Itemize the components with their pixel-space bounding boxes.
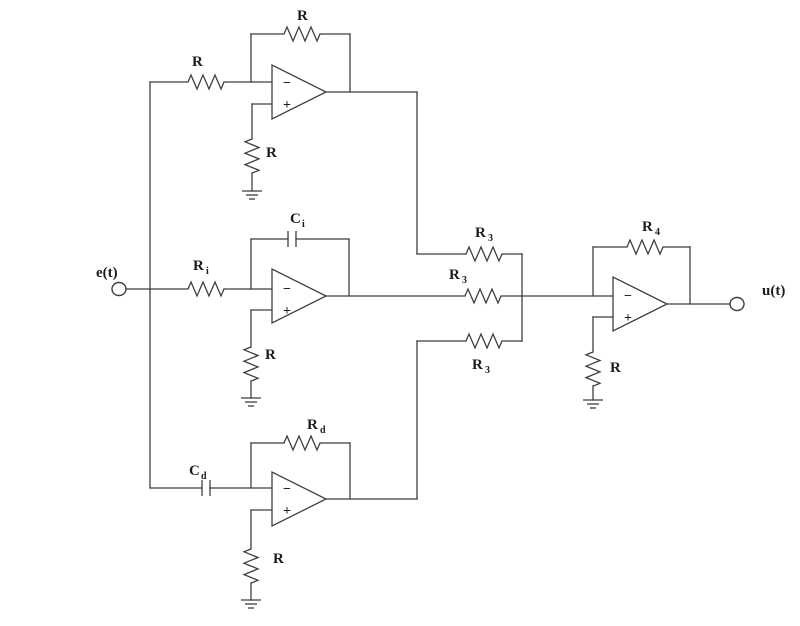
opamp-d-triangle — [271, 470, 328, 528]
label-r3-middle-main: R — [449, 267, 460, 283]
resistor-p-input — [187, 74, 225, 90]
label-r3-bottom-main: R — [472, 357, 483, 373]
label-ri: R i — [193, 258, 209, 277]
integral-stage: R i C i − + R R 3 — [187, 211, 614, 407]
label-r3-middle: R 3 — [449, 267, 467, 286]
resistor-r3-top — [465, 246, 503, 262]
label-ri-sub: i — [206, 266, 209, 277]
ground-symbol-s — [582, 399, 604, 409]
resistor-s-ground — [585, 351, 601, 387]
opamp-i-plus: + — [283, 304, 291, 319]
resistor-d-feedback — [283, 435, 321, 451]
label-r4-sub: 4 — [655, 227, 660, 238]
resistor-p-ground — [244, 138, 260, 174]
label-d-ground-r: R — [273, 551, 284, 567]
label-r3-top: R 3 — [475, 225, 493, 244]
opamp-i-triangle — [271, 267, 328, 325]
label-ci-main: C — [290, 211, 301, 227]
ground-symbol-i — [240, 397, 262, 407]
derivative-stage: C d R d − + R R 3 — [149, 333, 523, 609]
label-r3-top-main: R — [475, 225, 486, 241]
opamp-i-minus: − — [283, 282, 291, 297]
label-p-input-r: R — [192, 54, 203, 70]
ground-symbol-p — [241, 190, 263, 200]
label-r4-main: R — [642, 219, 653, 235]
opamp-d-plus: + — [283, 504, 291, 519]
label-r3-top-sub: 3 — [488, 233, 493, 244]
opamp-s-minus: − — [624, 289, 632, 304]
summer-stage: R 4 − + R u(t) — [582, 219, 785, 409]
label-p-ground-r: R — [266, 145, 277, 161]
label-rd: R d — [307, 417, 326, 436]
opamp-p-triangle — [271, 63, 328, 121]
label-ci: C i — [290, 211, 305, 230]
output-terminal-label: u(t) — [762, 283, 785, 299]
label-cd-sub: d — [201, 471, 207, 482]
resistor-p-feedback — [283, 26, 321, 42]
label-r3-middle-sub: 3 — [462, 275, 467, 286]
label-r4: R 4 — [642, 219, 660, 238]
ground-symbol-d — [240, 599, 262, 609]
label-ri-main: R — [193, 258, 204, 274]
resistor-d-ground — [243, 548, 259, 584]
label-rd-sub: d — [320, 425, 326, 436]
input-terminal-label: e(t) — [96, 265, 118, 281]
label-cd-main: C — [189, 463, 200, 479]
input-terminal — [111, 281, 127, 297]
label-r3-bottom-sub: 3 — [485, 365, 490, 376]
opamp-s-triangle — [612, 275, 669, 333]
opamp-d-minus: − — [283, 482, 291, 497]
resistor-r3-bottom — [465, 333, 503, 349]
resistor-i-input — [187, 281, 225, 297]
opamp-p-minus: − — [283, 76, 291, 91]
output-terminal — [729, 296, 745, 312]
proportional-stage: R R − + R R 3 — [149, 8, 523, 262]
label-cd: C d — [189, 463, 207, 482]
label-ci-sub: i — [302, 219, 305, 230]
label-p-feedback-r: R — [297, 8, 308, 24]
input-terminal-group: e(t) — [96, 265, 127, 297]
opamp-p-plus: + — [283, 98, 291, 113]
opamp-s-plus: + — [624, 311, 632, 326]
label-i-ground-r: R — [265, 347, 276, 363]
label-r3-bottom: R 3 — [472, 357, 490, 376]
resistor-r3-middle — [464, 288, 502, 304]
output-terminal-group: u(t) — [729, 283, 785, 312]
resistor-i-ground — [243, 346, 259, 382]
label-rd-main: R — [307, 417, 318, 433]
resistor-r4-feedback — [626, 239, 664, 255]
label-s-ground-r: R — [610, 360, 621, 376]
